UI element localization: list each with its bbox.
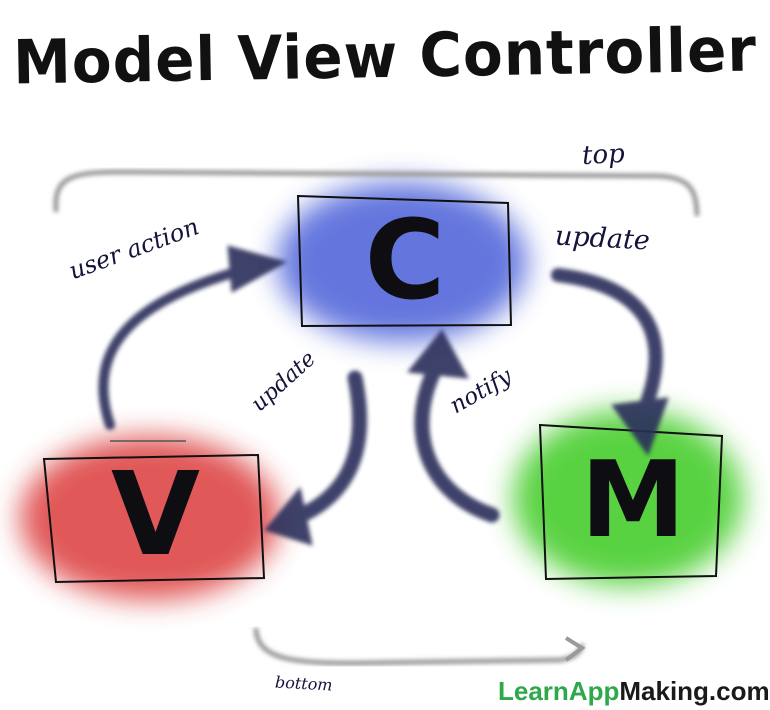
brand-logo: LearnAppMaking.com: [498, 676, 770, 707]
update-view-arrowhead: [264, 486, 313, 546]
view-box: [42, 453, 266, 584]
controller-letter: C: [364, 196, 446, 324]
brand-app: App: [568, 676, 620, 706]
update-model-arrowhead: [611, 397, 669, 457]
user-action-arrow: [98, 263, 255, 430]
bottom-label: bottom: [274, 672, 334, 695]
update-model-arrow: [551, 268, 663, 427]
bottom-bracket-arrowhead: [564, 636, 586, 662]
model-blob: [513, 410, 743, 586]
top-bracket: [53, 169, 700, 217]
user-action-arrowhead: [227, 245, 288, 293]
brand-learn: Learn: [498, 676, 569, 706]
diagram-title: Model View Controller: [12, 13, 758, 99]
model-box: [538, 423, 724, 581]
model-letter: M: [580, 439, 686, 561]
top-label: top: [581, 138, 626, 172]
notify-arrowhead: [407, 329, 469, 379]
brand-making: Making.com: [619, 676, 770, 706]
controller-blob: [277, 182, 527, 342]
update-model-label: update: [554, 220, 651, 257]
view-blob: [20, 436, 280, 600]
controller-box: [296, 194, 513, 328]
view-letter: V: [110, 448, 200, 582]
notify-arrow: [414, 352, 500, 523]
update-view-arrow: [287, 370, 368, 526]
bottom-bracket: [253, 627, 585, 666]
